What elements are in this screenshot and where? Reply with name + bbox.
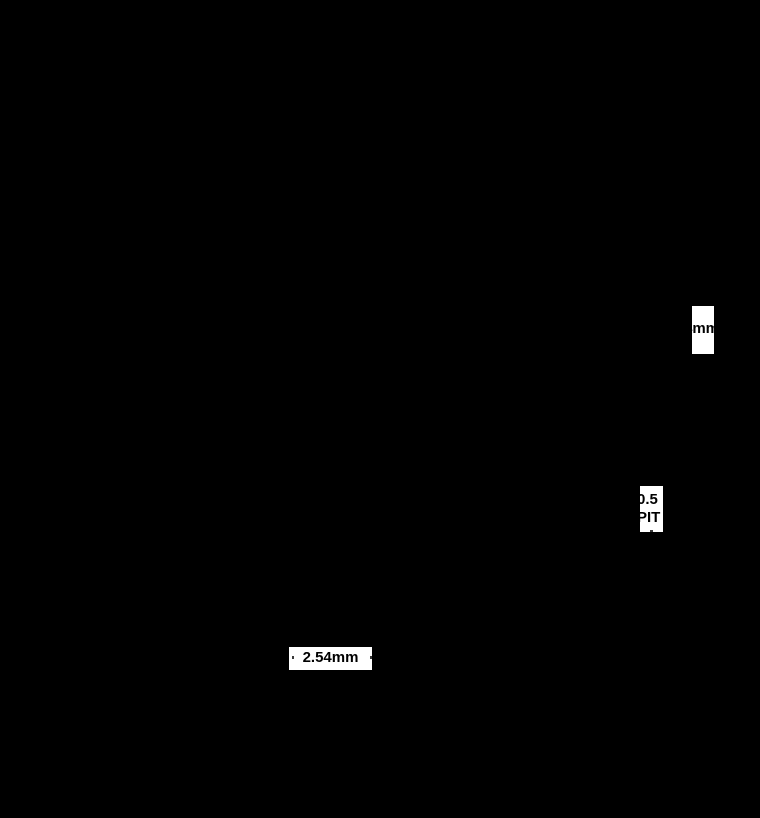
dimension-label-caption: PIT: [640, 509, 661, 526]
dimension-line-stub-bottom: [650, 530, 653, 532]
dimension-label-pitch-clipped: 0.5 PIT: [640, 486, 663, 532]
dimension-line-stub-right: [370, 656, 372, 659]
dimension-label-text: 4mm: [692, 320, 714, 337]
dimension-label-mm-clipped: 4mm: [692, 306, 714, 354]
dimension-label-value: 0.5: [640, 491, 658, 508]
dimension-line-stub-left: [292, 656, 294, 659]
dimension-label-2-54mm: 2.54mm: [289, 647, 372, 670]
dimension-label-text: 2.54mm: [302, 649, 359, 666]
